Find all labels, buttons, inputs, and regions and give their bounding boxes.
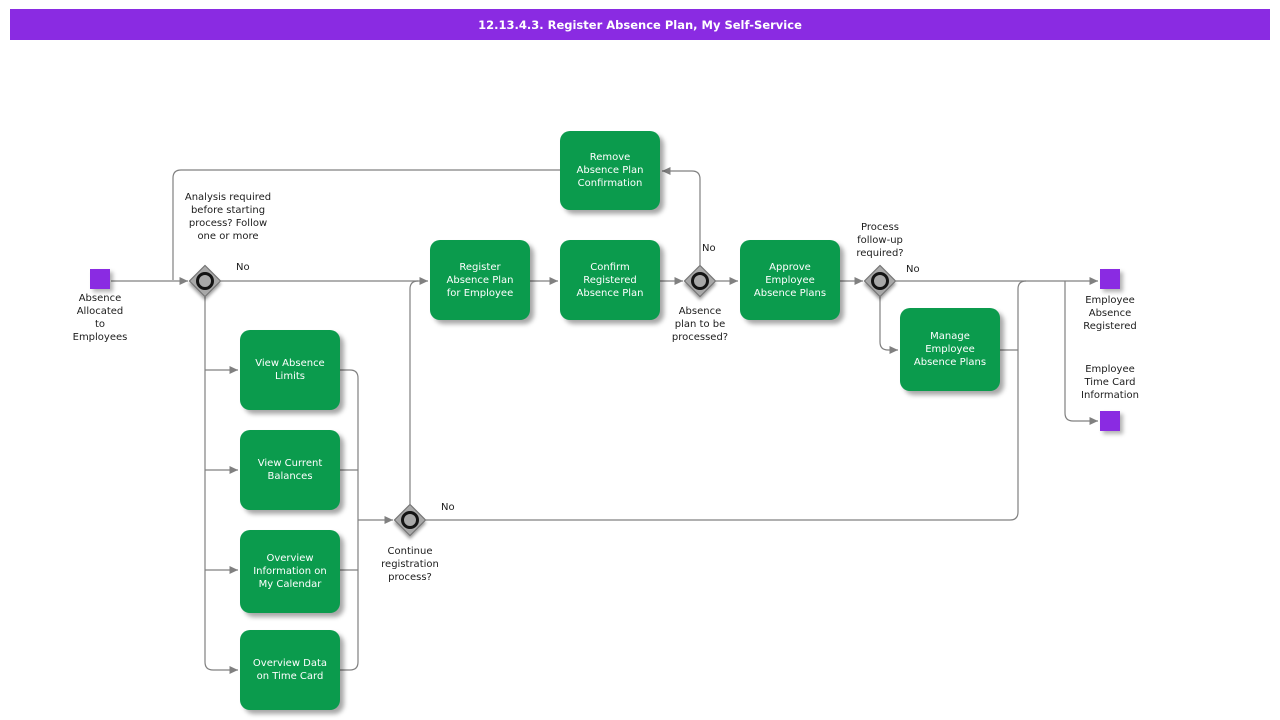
gateway-process-followup: [863, 264, 897, 298]
edge-label-no-analysis: No: [236, 262, 250, 273]
edge-label-no-processed: No: [702, 243, 716, 254]
gateway-continue-registration: [393, 503, 427, 537]
task-approve-employee-absence-plans[interactable]: Approve Employee Absence Plans: [740, 240, 840, 320]
edge-label-no-followup: No: [906, 264, 920, 275]
gateway-followup-question-label: Process follow-up required?: [856, 222, 904, 259]
gateway-circle-icon: [401, 511, 419, 529]
start-event-square: [90, 269, 110, 289]
gateway-analysis-required: [188, 264, 222, 298]
gateway-absence-plan-processed: [683, 264, 717, 298]
edge-processed-no-to-remove: [662, 167, 701, 265]
task-overview-information-my-calendar[interactable]: Overview Information on My Calendar: [240, 530, 340, 613]
edge-label-no-continue: No: [441, 502, 455, 513]
gateway-circle-icon: [871, 272, 889, 290]
gateway-analysis-question-label: Analysis required before starting proces…: [184, 192, 272, 242]
edge-followup-to-manage: [879, 297, 898, 354]
gateway-circle-icon: [691, 272, 709, 290]
end-event-absence-label: Employee Absence Registered: [1083, 295, 1137, 332]
gateway-processed-question-label: Absence plan to be processed?: [671, 306, 729, 343]
task-remove-absence-plan-confirmation[interactable]: Remove Absence Plan Confirmation: [560, 131, 660, 210]
edge-analysis-branch-vertical: [204, 297, 238, 674]
edge-collector-right: [340, 369, 359, 671]
end-event-timecard-label: Employee Time Card Information: [1081, 364, 1139, 401]
task-confirm-registered-absence-plan[interactable]: Confirm Registered Absence Plan: [560, 240, 660, 320]
edge-continue-up-merge: [409, 280, 419, 504]
end-event-absence-square: [1100, 269, 1120, 289]
gateway-continue-question-label: Continue registration process?: [381, 546, 439, 583]
start-event-label: Absence Allocated to Employees: [72, 293, 128, 343]
task-view-current-balances[interactable]: View Current Balances: [240, 430, 340, 510]
task-view-absence-limits[interactable]: View Absence Limits: [240, 330, 340, 410]
task-overview-data-time-card[interactable]: Overview Data on Time Card: [240, 630, 340, 710]
gateway-circle-icon: [196, 272, 214, 290]
task-register-absence-plan[interactable]: Register Absence Plan for Employee: [430, 240, 530, 320]
diagram-title-bar: 12.13.4.3. Register Absence Plan, My Sel…: [10, 9, 1270, 40]
task-manage-employee-absence-plans[interactable]: Manage Employee Absence Plans: [900, 308, 1000, 391]
diagram-title: 12.13.4.3. Register Absence Plan, My Sel…: [478, 17, 802, 32]
end-event-timecard-square: [1100, 411, 1120, 431]
